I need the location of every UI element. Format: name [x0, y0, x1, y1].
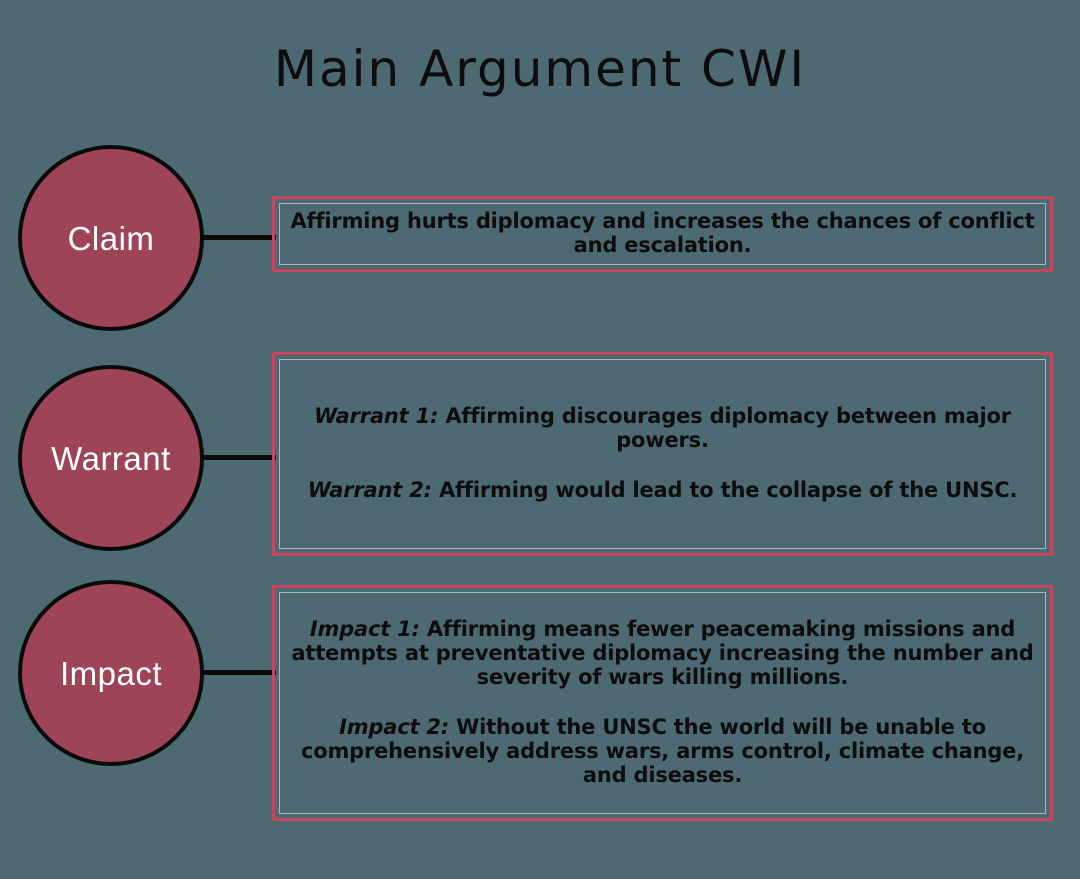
warrant-2-lead-label: Warrant 2:	[307, 477, 432, 502]
connector-line-claim	[200, 235, 276, 240]
impact-2-lead-label: Impact 2:	[339, 715, 449, 739]
warrant-1-statement: Warrant 1: Affirming discourages diploma…	[290, 404, 1035, 453]
impact-2-statement-text: Without the UNSC the world will be unabl…	[300, 715, 1025, 787]
impact-2-statement: Impact 2: Without the UNSC the world wil…	[290, 715, 1035, 788]
claim-statement-text: Affirming hurts diplomacy and increases …	[290, 209, 1035, 257]
node-label-warrant: Warrant	[51, 439, 171, 477]
content-box-claim-inner: Affirming hurts diplomacy and increases …	[279, 203, 1046, 265]
impact-1-statement-text: Affirming means fewer peacemaking missio…	[291, 617, 1034, 690]
content-box-claim[interactable]: Affirming hurts diplomacy and increases …	[272, 196, 1053, 272]
connector-line-warrant	[200, 455, 276, 460]
content-box-impact[interactable]: Impact 1: Affirming means fewer peacemak…	[272, 585, 1053, 821]
node-circle-warrant[interactable]: Warrant	[18, 365, 204, 551]
page-title: Main Argument CWI	[273, 40, 807, 98]
node-circle-impact[interactable]: Impact	[18, 580, 204, 766]
content-box-warrant[interactable]: Warrant 1: Affirming discourages diploma…	[272, 352, 1053, 556]
content-box-impact-inner: Impact 1: Affirming means fewer peacemak…	[279, 592, 1046, 814]
warrant-1-statement-text: Affirming discourages diplomacy between …	[438, 404, 1011, 453]
node-label-impact: Impact	[59, 654, 163, 692]
warrant-1-lead-label: Warrant 1:	[314, 404, 439, 429]
content-box-warrant-inner: Warrant 1: Affirming discourages diploma…	[279, 359, 1046, 549]
warrant-2-statement: Warrant 2: Affirming would lead to the c…	[290, 477, 1035, 503]
warrant-2-statement-text: Affirming would lead to the collapse of …	[431, 477, 1018, 502]
node-label-claim: Claim	[67, 219, 155, 257]
claim-statement: Affirming hurts diplomacy and increases …	[290, 209, 1035, 258]
connector-line-impact	[200, 670, 276, 675]
impact-1-lead-label: Impact 1:	[309, 617, 420, 642]
impact-1-statement: Impact 1: Affirming means fewer peacemak…	[290, 617, 1035, 690]
node-circle-claim[interactable]: Claim	[18, 145, 204, 331]
